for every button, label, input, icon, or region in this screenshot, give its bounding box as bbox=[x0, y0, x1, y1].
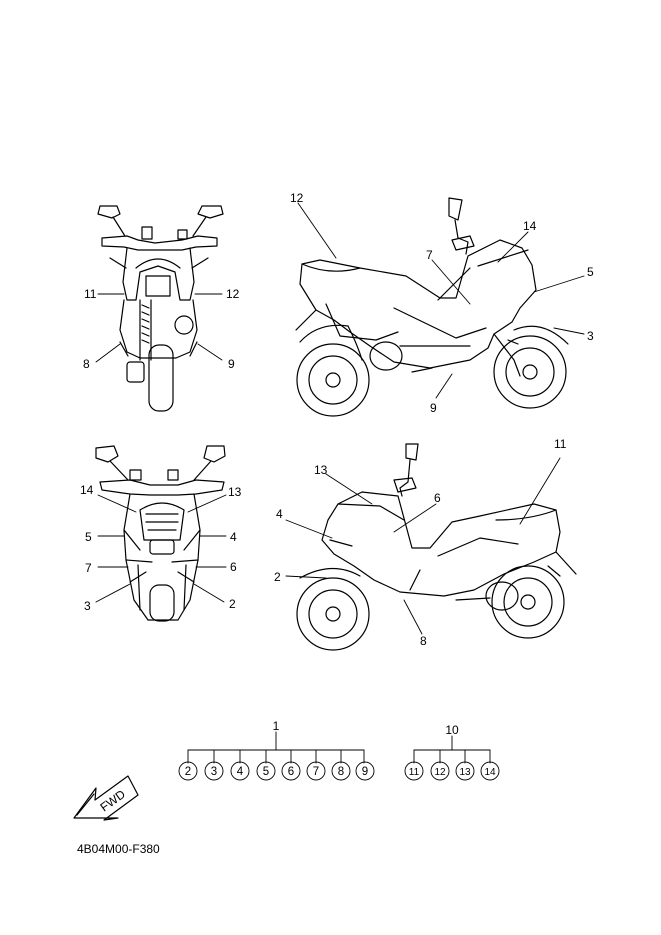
callout-left-2: 2 bbox=[274, 570, 281, 584]
drawing-code: 4B04M00-F380 bbox=[77, 842, 160, 856]
scooter-front-view bbox=[95, 445, 226, 622]
callout-left-11: 11 bbox=[554, 437, 567, 451]
kit-1-member: 9 bbox=[362, 766, 368, 778]
callout-front-7: 7 bbox=[85, 561, 92, 575]
kit-1-member: 2 bbox=[185, 766, 191, 778]
callout-left-4: 4 bbox=[276, 507, 283, 521]
kit-1-member: 8 bbox=[338, 766, 344, 778]
kit-10-member: 12 bbox=[434, 767, 446, 778]
callout-right-9: 9 bbox=[430, 401, 437, 415]
callout-right-3: 3 bbox=[587, 329, 594, 343]
callout-rear-8: 8 bbox=[83, 357, 90, 371]
scooter-left-side-view bbox=[296, 443, 577, 651]
callout-front-4: 4 bbox=[230, 530, 237, 544]
kit-1-member: 7 bbox=[313, 766, 319, 778]
scooter-right-side-view bbox=[295, 197, 569, 417]
fwd-arrow-icon bbox=[73, 775, 139, 821]
callout-front-6: 6 bbox=[230, 560, 237, 574]
callout-front-14: 14 bbox=[80, 483, 94, 497]
kit-10-member: 13 bbox=[459, 767, 471, 778]
leader-lines bbox=[95, 202, 585, 635]
callout-right-5: 5 bbox=[587, 265, 594, 279]
callout-front-2: 2 bbox=[229, 597, 236, 611]
kit-1-member: 4 bbox=[237, 766, 244, 778]
kit-10-member: 14 bbox=[484, 767, 496, 778]
callout-rear-9: 9 bbox=[228, 357, 235, 371]
callout-left-8: 8 bbox=[420, 634, 427, 648]
callout-front-13: 13 bbox=[228, 485, 242, 499]
callout-right-7: 7 bbox=[426, 248, 433, 262]
kit-labels: 1 10 bbox=[273, 719, 459, 737]
kit-brackets bbox=[178, 731, 500, 781]
callout-numbers: 11 12 8 9 12 14 7 5 3 9 14 13 5 4 7 6 3 … bbox=[80, 191, 594, 648]
kit-1-member: 6 bbox=[288, 766, 294, 778]
kit-1-member: 3 bbox=[211, 766, 217, 778]
scooter-rear-view bbox=[97, 205, 224, 412]
callout-rear-12: 12 bbox=[226, 287, 240, 301]
callout-front-3: 3 bbox=[84, 599, 91, 613]
kit-1-label: 1 bbox=[273, 719, 280, 733]
callout-right-14: 14 bbox=[523, 219, 537, 233]
kit-member-numbers: 2 3 4 5 6 7 8 9 11 12 13 14 bbox=[185, 766, 496, 778]
callout-left-6: 6 bbox=[434, 491, 441, 505]
kit-10-label: 10 bbox=[445, 723, 459, 737]
callout-front-5: 5 bbox=[85, 530, 92, 544]
kit-10-member: 11 bbox=[409, 767, 420, 778]
kit-1-member: 5 bbox=[263, 766, 269, 778]
callout-right-12: 12 bbox=[290, 191, 304, 205]
callout-rear-11: 11 bbox=[84, 287, 97, 301]
fwd-label: FWD bbox=[98, 787, 129, 815]
callout-left-13: 13 bbox=[314, 463, 328, 477]
kit-circles bbox=[178, 761, 500, 781]
